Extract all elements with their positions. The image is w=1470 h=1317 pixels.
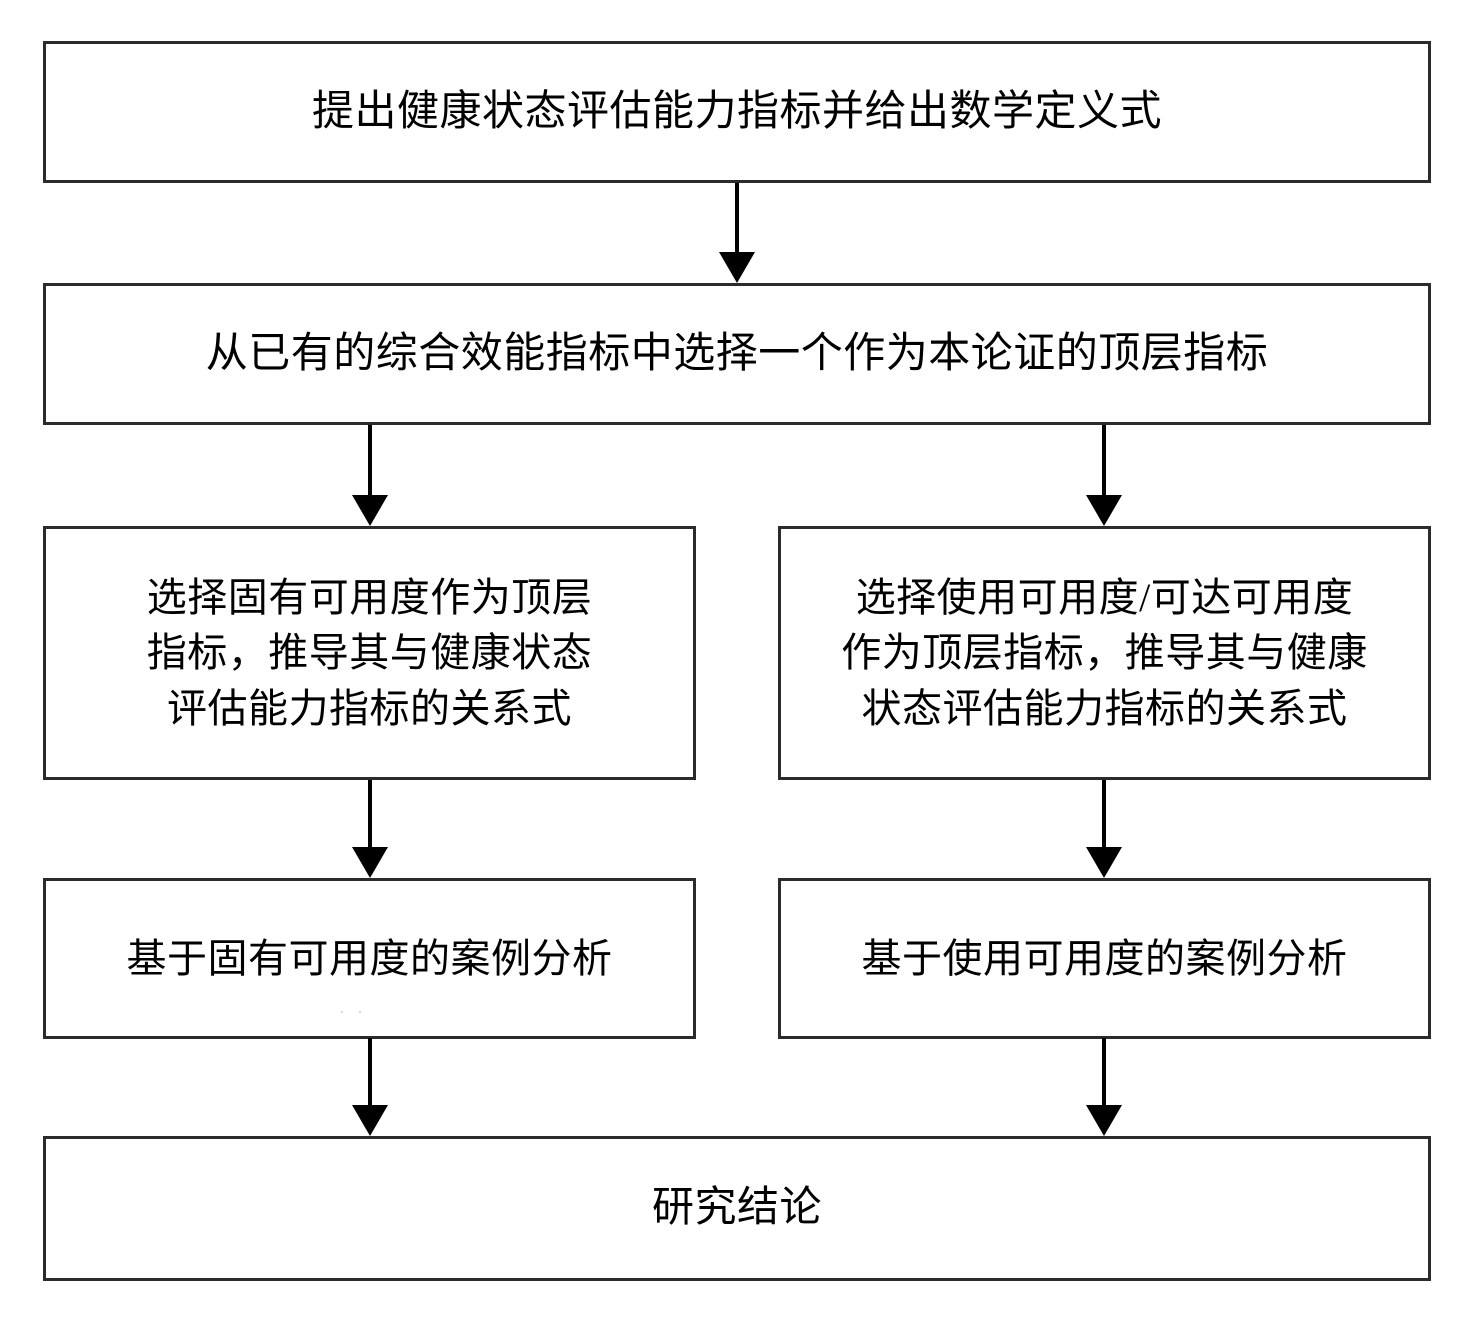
node-propose-metric: 提出健康状态评估能力指标并给出数学定义式 bbox=[43, 41, 1431, 183]
arrow-shaft bbox=[368, 425, 372, 497]
arrow-head-down-icon bbox=[1086, 495, 1122, 526]
node-operational-availability: 选择使用可用度/可达可用度 作为顶层指标，推导其与健康 状态评估能力指标的关系式 bbox=[778, 526, 1431, 780]
node-case-study-operational: 基于使用可用度的案例分析 bbox=[778, 878, 1431, 1039]
node-case-study-operational-label: 基于使用可用度的案例分析 bbox=[861, 935, 1348, 981]
node-inherent-availability: 选择固有可用度作为顶层 指标，推导其与健康状态 评估能力指标的关系式 bbox=[43, 526, 696, 780]
arrow-shaft bbox=[1102, 1038, 1106, 1108]
arrow-shaft bbox=[1102, 780, 1106, 850]
node-operational-availability-label: 选择使用可用度/可达可用度 作为顶层指标，推导其与健康 状态评估能力指标的关系式 bbox=[841, 575, 1368, 731]
scan-speckle-artifact: .. bbox=[340, 1000, 376, 1017]
node-case-study-inherent-label: 基于固有可用度的案例分析 bbox=[126, 935, 613, 981]
arrow-shaft bbox=[368, 780, 372, 850]
arrow-shaft bbox=[735, 183, 739, 255]
node-select-top-level-index: 从已有的综合效能指标中选择一个作为本论证的顶层指标 bbox=[43, 283, 1431, 425]
arrow-head-down-icon bbox=[352, 847, 388, 878]
node-case-study-inherent: 基于固有可用度的案例分析 bbox=[43, 878, 696, 1039]
arrow-shaft bbox=[368, 1038, 372, 1108]
arrow-head-down-icon bbox=[352, 495, 388, 526]
node-select-top-level-index-label: 从已有的综合效能指标中选择一个作为本论证的顶层指标 bbox=[205, 330, 1269, 377]
arrow-head-down-icon bbox=[352, 1105, 388, 1136]
node-research-conclusion-label: 研究结论 bbox=[651, 1185, 822, 1232]
node-propose-metric-label: 提出健康状态评估能力指标并给出数学定义式 bbox=[311, 88, 1162, 135]
arrow-head-down-icon bbox=[1086, 1105, 1122, 1136]
arrow-head-down-icon bbox=[1086, 847, 1122, 878]
arrow-shaft bbox=[1102, 425, 1106, 497]
node-research-conclusion: 研究结论 bbox=[43, 1136, 1431, 1281]
arrow-head-down-icon bbox=[719, 252, 755, 283]
node-inherent-availability-label: 选择固有可用度作为顶层 指标，推导其与健康状态 评估能力指标的关系式 bbox=[146, 575, 593, 731]
